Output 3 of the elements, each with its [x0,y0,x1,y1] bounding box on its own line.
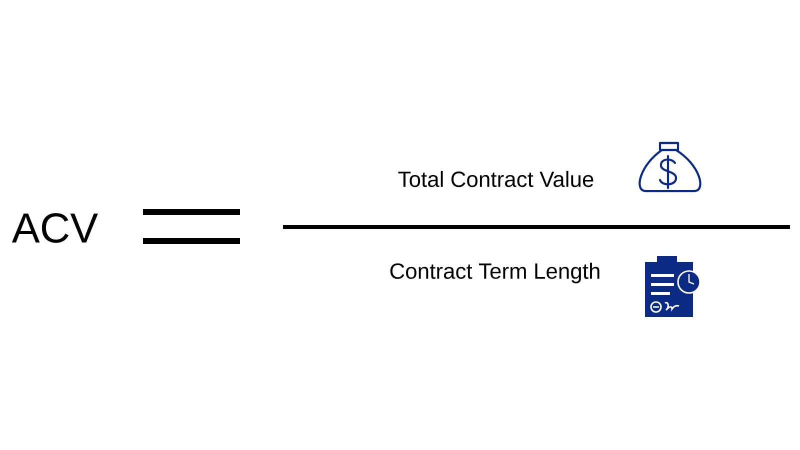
formula-variable: ACV [12,213,98,243]
numerator-text: Total Contract Value [398,170,594,188]
denominator-text: Contract Term Length [390,262,600,284]
